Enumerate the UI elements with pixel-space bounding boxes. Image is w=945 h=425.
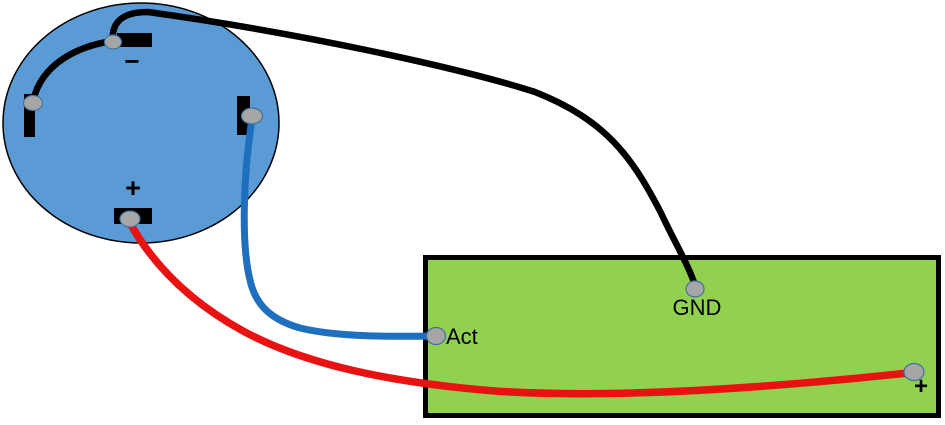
act-connector: [425, 326, 447, 346]
signal-terminal-connector: [240, 107, 264, 125]
gnd-connector: [685, 280, 705, 298]
left-terminal-connector: [22, 94, 44, 112]
sensor-minus-label: −: [124, 46, 139, 76]
gnd-label: GND: [673, 295, 722, 320]
ground-wire-black: [109, 8, 699, 289]
negative-terminal-pad: [117, 33, 152, 47]
positive-wire-red: [126, 219, 912, 398]
sensor-plus-label: +: [125, 173, 141, 203]
positive-terminal-connector: [119, 210, 141, 228]
board-positive-connector: [903, 362, 925, 382]
negative-terminal-connector: [103, 34, 123, 50]
act-label: Act: [446, 324, 478, 349]
signal-wire-blue: [240, 115, 436, 340]
board-plus-label: +: [914, 373, 928, 400]
left-terminal-pad: [24, 94, 35, 137]
internal-jumper-wire-black: [29, 37, 116, 105]
